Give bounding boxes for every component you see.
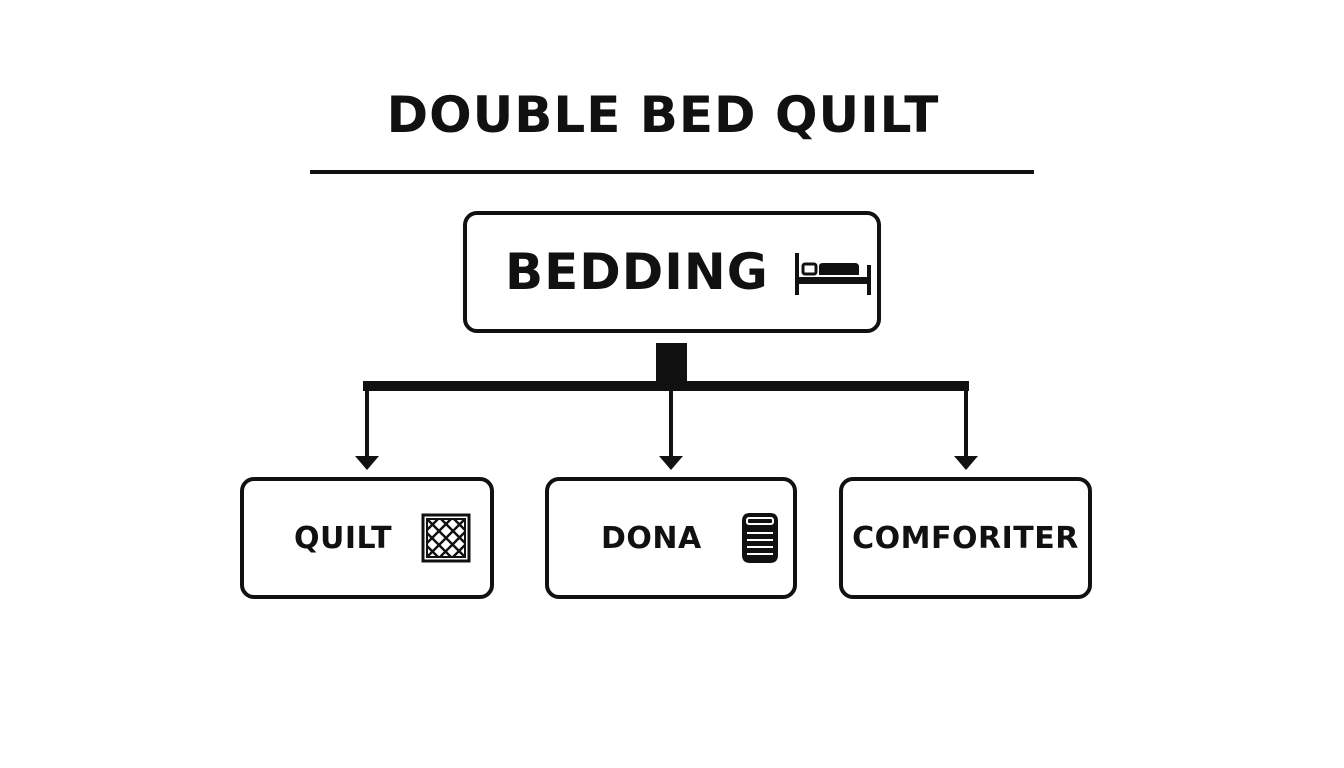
diagram-title: DOUBLE BED QUILT	[386, 86, 940, 144]
child-node-label: COMFORITER	[852, 520, 1079, 556]
child-node-label: DONA	[601, 520, 702, 556]
bed-icon	[794, 253, 871, 295]
title-underline	[310, 170, 1034, 174]
duvet-icon	[741, 513, 778, 563]
child-node-dona: DONA	[545, 477, 797, 599]
root-node-bedding: BEDDING	[463, 211, 881, 333]
child-node-label: QUILT	[294, 520, 393, 556]
quilted-square-icon	[421, 513, 471, 563]
child-node-quilt: QUILT	[240, 477, 494, 599]
root-node-label: BEDDING	[505, 243, 769, 301]
child-node-comforiter: COMFORITER	[839, 477, 1092, 599]
